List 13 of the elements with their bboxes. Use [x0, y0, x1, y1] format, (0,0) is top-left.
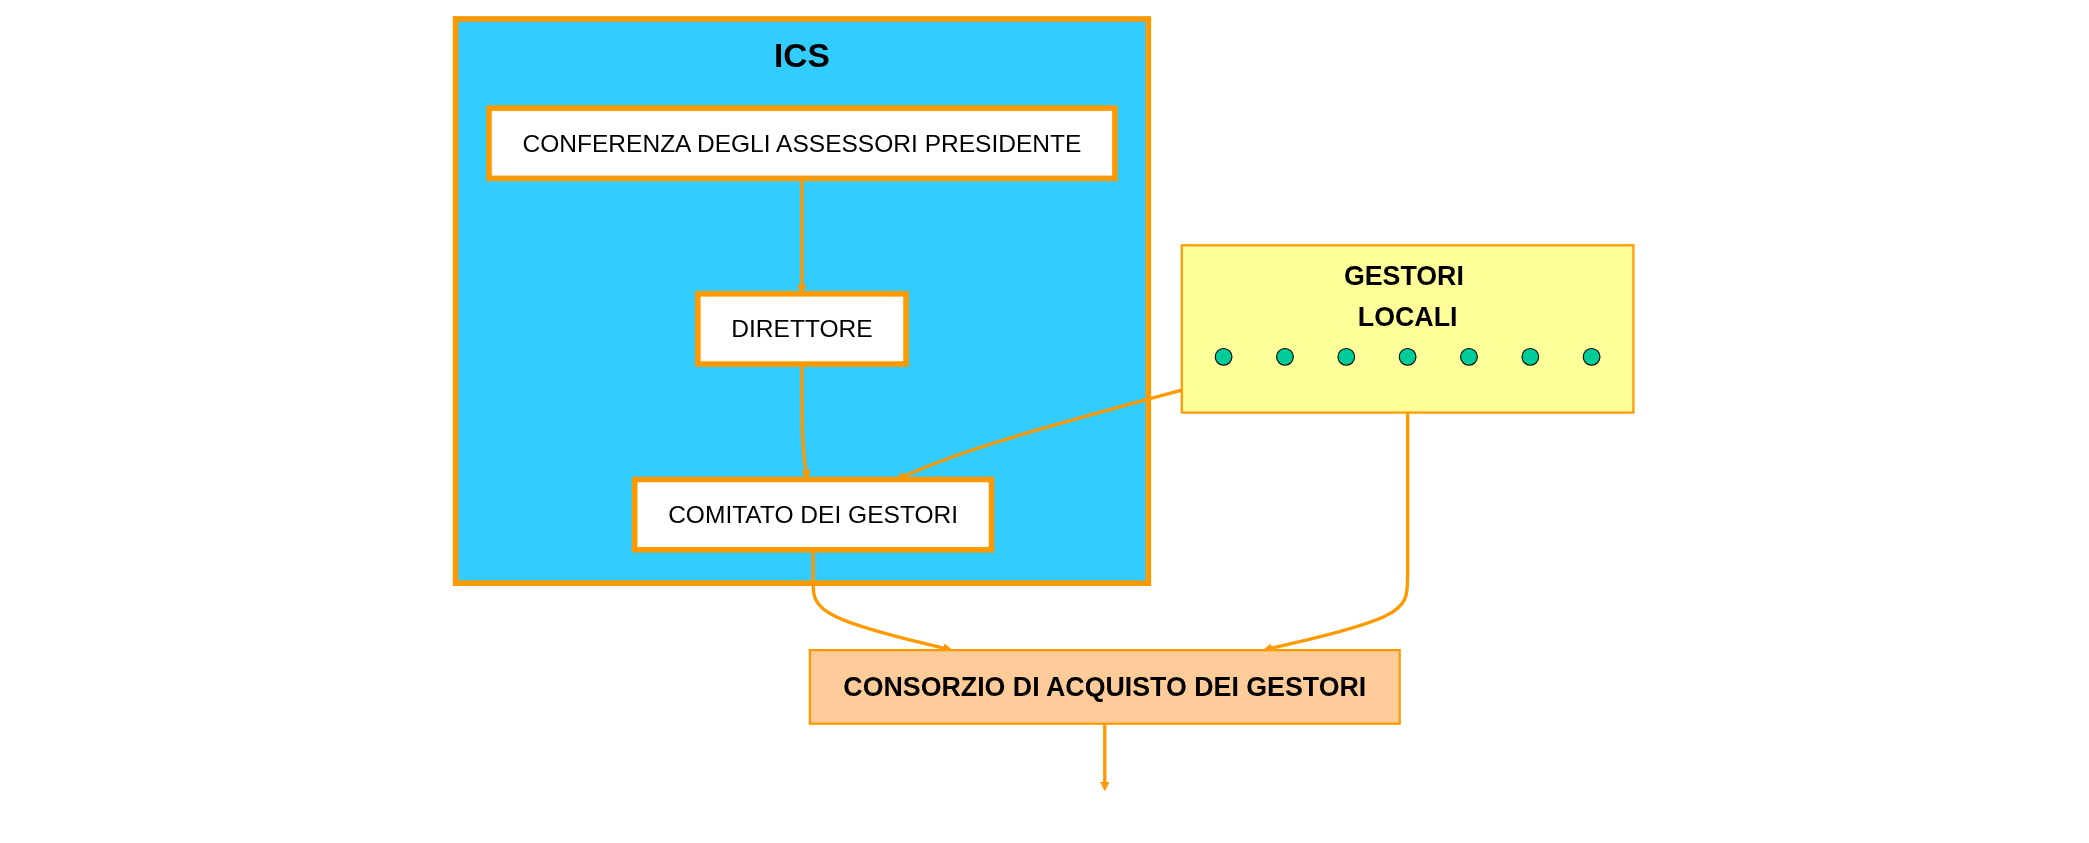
node-box: CONFERENZA DEGLI ASSESSORI PRESIDENTE — [486, 105, 1118, 182]
node-box: CONSORZIO DI ACQUISTO DEI GESTORI — [808, 649, 1401, 725]
cluster: GESTORI LOCALI — [1180, 244, 1635, 414]
node-circle — [1276, 347, 1294, 366]
node-circle — [1521, 347, 1540, 366]
node-circle — [1398, 347, 1417, 366]
arrow — [1099, 723, 1110, 792]
node-circle — [1582, 347, 1601, 366]
node-circle — [1337, 347, 1356, 366]
node-circle — [1460, 347, 1478, 366]
node-box: COMITATO DEI GESTORI — [631, 476, 995, 553]
node-circle — [1214, 347, 1233, 366]
node-box: DIRETTORE — [695, 291, 909, 367]
